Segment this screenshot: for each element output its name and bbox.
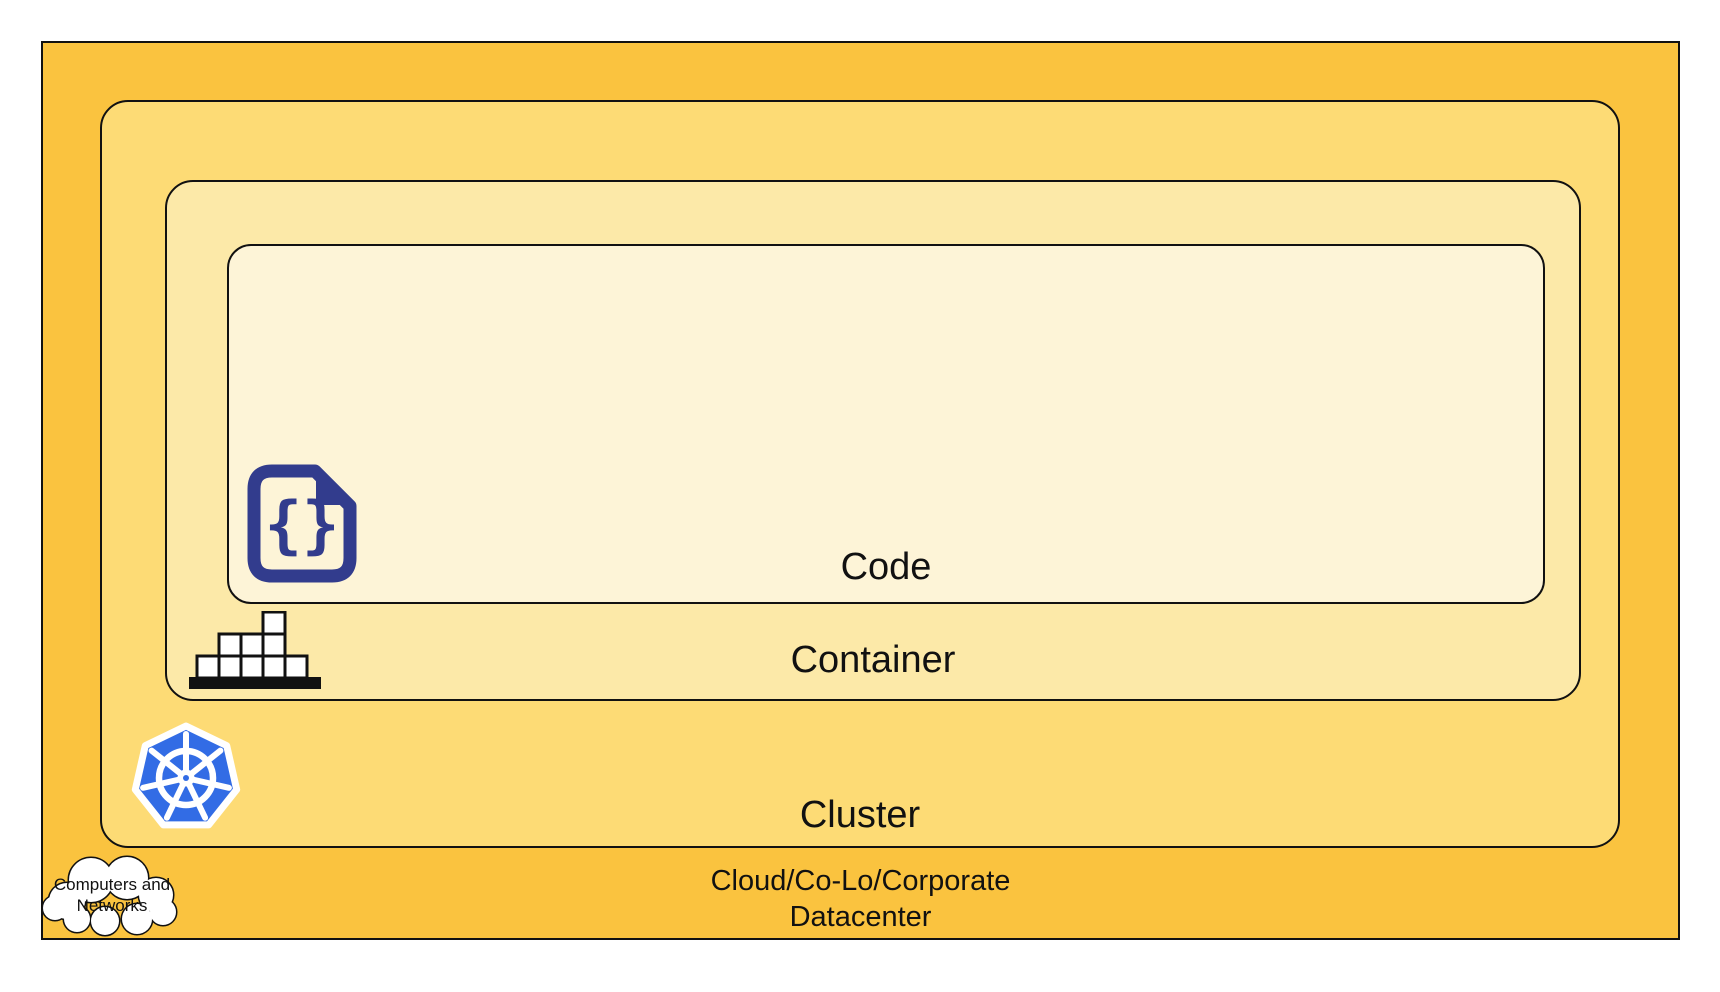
cloud-label-line2: Datacenter — [789, 901, 932, 933]
code-label: Code — [840, 546, 932, 588]
cloud-datacenter-label: Cloud/Co-Lo/Corporate Datacenter — [43, 863, 1678, 935]
cloud-icon — [41, 855, 178, 937]
callout-line1: Computers and — [53, 875, 171, 894]
code-file-icon: {} — [245, 462, 359, 585]
cluster-layer: {} Code — [100, 100, 1620, 848]
cloud-datacenter-layer: {} Code — [41, 41, 1680, 940]
container-label: Container — [790, 639, 956, 681]
svg-text:{}: {} — [265, 488, 340, 561]
callout-line2: Networks — [76, 896, 148, 915]
container-stack-icon — [189, 610, 321, 689]
computers-networks-callout: Computers and Networks — [39, 849, 185, 941]
cloud-label-line1: Cloud/Co-Lo/Corporate — [710, 865, 1011, 897]
callout-text: Computers and Networks — [39, 874, 185, 916]
cluster-label: Cluster — [799, 794, 921, 836]
kubernetes-icon — [131, 716, 241, 840]
container-layer: {} Code — [165, 180, 1581, 701]
code-layer: {} Code — [227, 244, 1545, 604]
